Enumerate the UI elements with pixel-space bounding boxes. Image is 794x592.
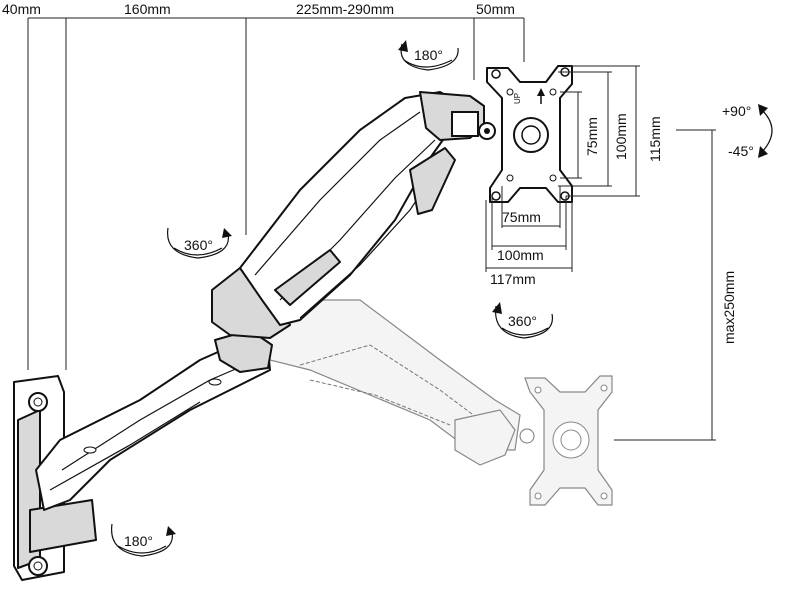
- rotation-head-swivel: [398, 40, 459, 71]
- tilt-down-label: -45°: [728, 143, 754, 159]
- rotation-head-swivel-label: 180°: [414, 47, 443, 63]
- rotation-mid-joint-label: 360°: [184, 237, 213, 253]
- vesa-height-dimensions: [558, 65, 640, 197]
- tilt-arrow: [758, 104, 773, 158]
- rotation-wall-joint-label: 180°: [124, 533, 153, 549]
- rotation-screen-label: 360°: [508, 313, 537, 329]
- top-dimension-line: [27, 17, 525, 370]
- rotation-wall-joint: [110, 523, 176, 557]
- tilt-head: [419, 91, 496, 141]
- vesa-plate: [486, 65, 573, 203]
- wall-plate: [13, 375, 97, 581]
- dim-vesa-width-75: 75mm: [502, 209, 541, 225]
- lower-arm: [35, 329, 273, 511]
- dim-vesa-height-75: 75mm: [584, 117, 600, 156]
- dim-vesa-width-117: 117mm: [490, 271, 536, 287]
- dim-height-travel: max250mm: [721, 271, 737, 344]
- vesa-up-mark: UP: [513, 93, 522, 104]
- rotation-screen: [492, 302, 554, 339]
- dim-head-offset: 50mm: [476, 1, 515, 17]
- height-travel-dimension: [614, 129, 716, 441]
- tilt-up-label: +90°: [722, 103, 751, 119]
- ghost-arm-lowered: [257, 299, 535, 466]
- dim-vesa-width-100: 100mm: [497, 247, 544, 263]
- dim-wall-offset: 40mm: [2, 1, 41, 17]
- dim-vesa-height-115: 115mm: [647, 116, 663, 162]
- dim-vesa-height-100: 100mm: [613, 113, 629, 160]
- dim-arm-segment-1: 160mm: [124, 1, 171, 17]
- upper-arm: [211, 91, 463, 339]
- ghost-vesa-plate: [524, 375, 613, 506]
- rotation-mid-joint: [166, 227, 232, 259]
- dim-arm-segment-2: 225mm-290mm: [296, 1, 394, 17]
- vesa-width-dimensions: [485, 186, 573, 272]
